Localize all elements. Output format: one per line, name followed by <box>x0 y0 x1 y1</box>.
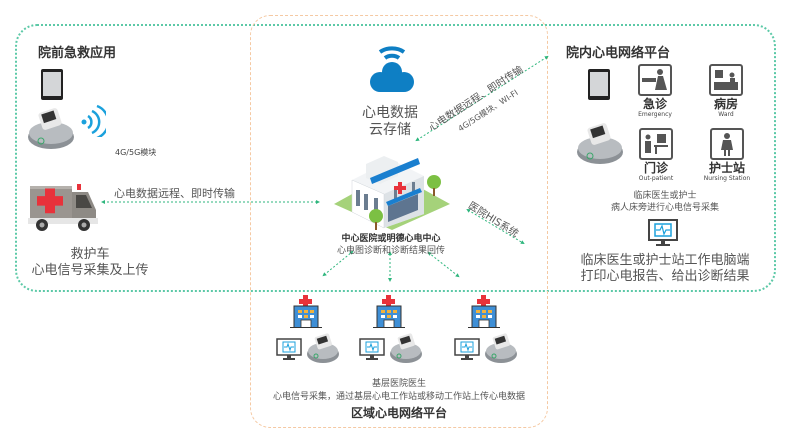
regional-center-frame <box>250 15 548 428</box>
emergency-icon <box>638 64 672 96</box>
department-label-cn: 病房 <box>713 97 738 111</box>
ecg-device-icon <box>307 333 339 363</box>
cloud-caption-1: 心电数据 <box>362 105 418 121</box>
workstation-monitor-icon <box>276 338 302 360</box>
regional-caption-1: 基层医院医生 <box>371 379 426 389</box>
regional-sites <box>270 294 540 364</box>
department-label-cn: 门诊 <box>643 161 668 175</box>
department-label-en: Out-patient <box>638 175 674 182</box>
department-label-en: Emergency <box>638 111 672 118</box>
department-nursing-station: 护士站 Nursing Station <box>692 128 762 182</box>
department-label-cn: 急诊 <box>642 97 667 111</box>
department-emergency: 急诊 Emergency <box>620 64 690 118</box>
cloud-wifi-icon <box>370 46 414 92</box>
outpatient-icon <box>639 128 673 160</box>
hospital-building-icon <box>334 156 450 230</box>
workstation-monitor-icon <box>454 338 480 360</box>
center-title: 中心医院或明德心电中心 <box>341 234 441 244</box>
ambulance-caption-1: 救护车 <box>70 247 110 262</box>
department-ward: 病房 Ward <box>691 64 761 118</box>
workstation-caption-2: 打印心电报告、给出诊断结果 <box>580 269 750 284</box>
nursing-station-icon <box>710 128 744 160</box>
tablet-icon <box>41 69 63 100</box>
ecg-device-icon <box>577 123 623 164</box>
ambulance-caption-2: 心电信号采集及上传 <box>31 263 149 278</box>
center-subtitle: 心电图诊断和诊断结果回传 <box>336 246 445 256</box>
workstation-monitor-icon <box>648 219 678 246</box>
workstation-monitor-icon <box>359 338 385 360</box>
tablet-icon <box>588 69 610 100</box>
clinic-icon <box>468 295 500 328</box>
department-label-cn: 护士站 <box>708 161 745 175</box>
ecg-device-icon <box>485 333 517 363</box>
cloud-caption-2: 云存储 <box>369 122 411 138</box>
ward-icon <box>709 64 743 96</box>
wifi-label: 4G/5G模块 <box>115 148 157 157</box>
regional-caption-2: 心电信号采集，通过基层心电工作站或移动工作站上传心电数据 <box>272 392 525 402</box>
ambulance-link-label: 心电数据远程、即时传输 <box>114 187 235 200</box>
inhospital-title: 院内心电网络平台 <box>566 46 671 61</box>
ambulance-icon <box>28 184 98 231</box>
inhospital-prehospital-frame <box>15 24 776 292</box>
clinic-icon <box>290 295 322 328</box>
department-outpatient: 门诊 Out-patient <box>621 128 691 182</box>
ecg-device-icon <box>28 108 74 149</box>
workstation-caption-1: 临床医生或护士站工作电脑端 <box>580 253 750 268</box>
prehospital-title: 院前急救应用 <box>38 46 117 61</box>
department-label-en: Nursing Station <box>703 175 751 182</box>
clinic-icon <box>373 295 405 328</box>
bedside-caption-2: 病人床旁进行心电信号采集 <box>610 203 719 213</box>
ecg-device-icon <box>390 333 422 363</box>
regional-title: 区域心电网络平台 <box>350 406 447 420</box>
department-label-en: Ward <box>718 111 734 118</box>
wifi-icon <box>81 104 106 137</box>
bedside-caption-1: 临床医生或护士 <box>633 191 697 201</box>
